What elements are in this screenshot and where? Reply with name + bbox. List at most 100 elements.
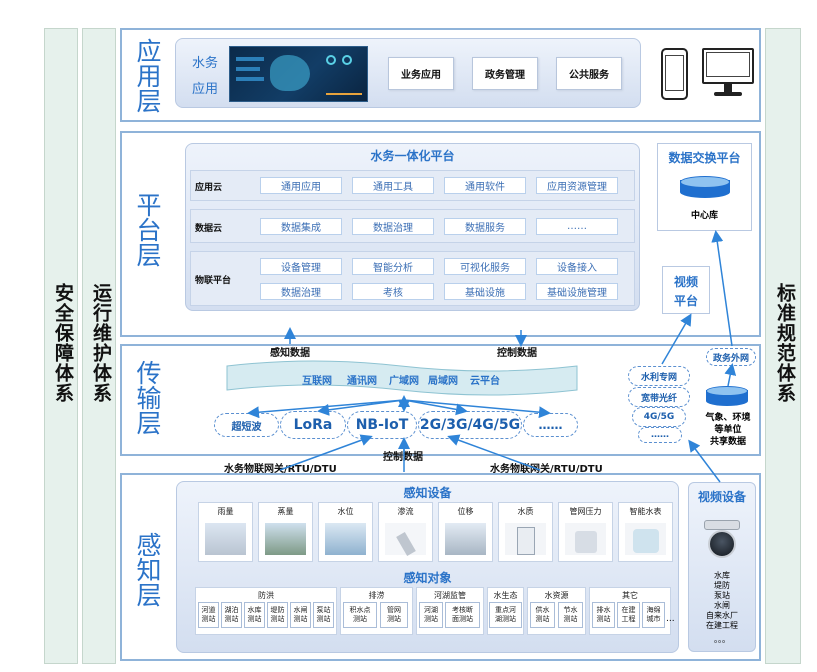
station-river-lake: 河湖 测站 (419, 602, 443, 628)
video-target-2: 泵站 (714, 591, 730, 600)
mobile-phone-icon (661, 48, 688, 100)
row-app-cloud-label: 应用云 (195, 183, 223, 193)
device-seepage-label: 渗流 (397, 507, 414, 516)
station-pump: 泵站 测站 (313, 602, 334, 628)
cell-app-resource-mgmt: 应用资源管理 (536, 177, 618, 194)
cell-data-service: 数据服务 (444, 218, 526, 235)
station-assessment-section: 考核断 面测站 (445, 602, 480, 628)
cell-data-integration: 数据集成 (260, 218, 342, 235)
station-dike: 堤防 测站 (267, 602, 288, 628)
row-data-cloud-label: 数据云 (195, 224, 223, 234)
video-target-5: 在建工程 (706, 621, 738, 630)
cell-general-app: 通用应用 (260, 177, 342, 194)
devices-title: 感知设备 (403, 486, 452, 500)
net-broadband-fiber: 宽带光纤 (628, 387, 690, 407)
device-rain: 雨量 (198, 502, 253, 562)
cell-visual-service: 可视化服务 (444, 258, 526, 275)
device-rain-label: 雨量 (217, 507, 234, 516)
video-platform-label-1: 视频 (673, 275, 698, 289)
cell-device-mgmt: 设备管理 (260, 258, 342, 275)
data-exchange-title: 数据交换平台 (668, 151, 741, 165)
device-water-quality-label: 水质 (517, 507, 534, 516)
group-river-lake-name: 河湖监管 (434, 591, 466, 600)
video-devices-panel (688, 482, 756, 652)
video-target-1: 堤防 (714, 581, 730, 590)
shared-data-line-1: 气象、环境 (705, 413, 751, 423)
video-more: 。。。 (714, 635, 730, 644)
cell-data-more: …… (536, 218, 618, 235)
net-telecom: 通讯网 (347, 376, 377, 387)
cell-smart-analysis: 智能分析 (352, 258, 434, 275)
device-water-quality: 水质 (498, 502, 553, 562)
operation-system-label: 运行维护体系 (90, 283, 112, 403)
device-evaporation: 蒸量 (258, 502, 313, 562)
video-target-3: 水闸 (714, 601, 730, 610)
dome-camera-icon (702, 518, 742, 562)
center-database-label: 中心库 (690, 211, 718, 221)
station-water-saving: 节水 测站 (558, 602, 583, 628)
station-reservoir: 水库 测站 (244, 602, 265, 628)
protocol-2g-5g: 2G/3G/4G/5G (418, 411, 522, 439)
shared-data-line-3: 共享数据 (709, 437, 746, 447)
device-smart-meter-label: 智能水表 (629, 507, 662, 516)
shared-database-icon (706, 386, 748, 408)
shared-data-line-2: 等单位 (714, 425, 742, 435)
application-layer-title: 应用层 (133, 38, 162, 113)
app-label-app: 应用 (192, 82, 219, 97)
station-drainage: 排水 测站 (592, 602, 615, 628)
device-seepage: 渗流 (378, 502, 433, 562)
station-sluice: 水闸 测站 (290, 602, 311, 628)
station-sponge-city: 海绵 城市 (642, 602, 665, 628)
platform-layer-title: 平台层 (133, 192, 162, 267)
objects-title: 感知对象 (403, 571, 452, 585)
net-right-more: …… (638, 427, 682, 443)
device-displacement: 位移 (438, 502, 493, 562)
monitor-icon (702, 48, 754, 100)
group-ecology-name: 水生态 (493, 591, 518, 600)
station-river: 河道 测站 (198, 602, 219, 628)
device-evaporation-label: 蒸量 (277, 507, 294, 516)
cell-infrastructure-mgmt: 基础设施管理 (536, 283, 618, 300)
station-pipe-network: 管网 测站 (380, 602, 408, 628)
station-under-construction: 在建 工程 (617, 602, 640, 628)
device-water-level: 水位 (318, 502, 373, 562)
device-displacement-label: 位移 (457, 507, 474, 516)
business-app-button: 业务应用 (388, 57, 454, 90)
video-platform-label-2: 平台 (673, 294, 698, 308)
group-water-resources-name: 水资源 (544, 591, 569, 600)
protocol-ultrashort-wave: 超短波 (214, 413, 279, 437)
station-lake: 湖泊 测站 (221, 602, 242, 628)
cell-iot-data-governance: 数据治理 (260, 283, 342, 300)
government-admin-button: 政务管理 (472, 57, 538, 90)
station-waterlogging: 积水点 测站 (343, 602, 377, 628)
dashboard-screenshot (229, 46, 368, 102)
side-column-security (44, 28, 78, 664)
integrated-platform-title: 水务一体化平台 (370, 149, 455, 163)
device-pipe-pressure: 管网压力 (558, 502, 613, 562)
device-pipe-pressure-label: 管网压力 (569, 507, 602, 516)
video-target-0: 水库 (714, 571, 730, 580)
net-mobile: 4G/5G (632, 407, 686, 427)
network-banner (226, 360, 578, 396)
cell-general-tools: 通用工具 (352, 177, 434, 194)
cell-assessment: 考核 (352, 283, 434, 300)
device-smart-meter: 智能水表 (618, 502, 673, 562)
objects-more: ... (666, 614, 675, 624)
standards-system-label: 标准规范体系 (774, 283, 796, 403)
side-column-standards (765, 28, 801, 664)
row-iot-platform-label: 物联平台 (195, 276, 232, 286)
protocol-nb-iot: NB-IoT (347, 411, 417, 439)
security-system-label: 安全保障体系 (52, 283, 74, 403)
center-database-icon (680, 176, 730, 202)
station-key-river-lake: 重点河 湖测站 (489, 602, 522, 628)
control-data-bottom-label: 控制数据 (383, 452, 423, 463)
group-flood-control-name: 防洪 (258, 591, 274, 600)
group-other-name: 其它 (622, 591, 638, 600)
gateway-right-label: 水务物联网关/RTU/DTU (490, 464, 603, 475)
public-service-button: 公共服务 (556, 57, 622, 90)
cell-data-governance: 数据治理 (352, 218, 434, 235)
sensing-layer-title: 感知层 (133, 532, 162, 607)
net-wan: 广域网 (389, 376, 419, 387)
sense-data-label: 感知数据 (270, 348, 310, 359)
